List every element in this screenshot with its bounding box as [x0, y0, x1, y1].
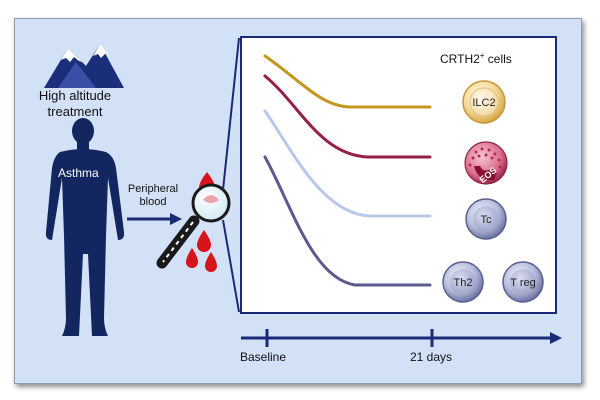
asthma-label: Asthma: [58, 166, 99, 180]
treatment-title: High altitude treatment: [38, 88, 112, 119]
crth2-cells-title: CRTH2+ cells: [440, 51, 512, 66]
eos-curve: [263, 74, 432, 159]
cell-trend-curves: [263, 54, 432, 287]
ilc2-cell: ILC2: [462, 80, 506, 124]
ilc2-label: ILC2: [472, 97, 495, 109]
tc-curve: [263, 109, 432, 218]
th2-cell: Th2: [442, 261, 484, 303]
treg-cell: T reg: [502, 261, 544, 303]
timeline-axis: [241, 329, 562, 347]
th2-label: Th2: [454, 277, 473, 289]
human-figure-icon: [45, 118, 125, 336]
mountains-icon: [44, 44, 124, 88]
day21-label: 21 days: [410, 350, 453, 364]
tc-label: Tc: [481, 214, 493, 226]
eos-cell: EOS: [464, 141, 508, 185]
magnifier-icon: [156, 183, 231, 269]
baseline-label: Baseline: [240, 350, 287, 364]
zoom-lines: [222, 37, 240, 313]
treg-label: T reg: [510, 277, 535, 289]
tc-cell: Tc: [465, 198, 507, 240]
peripheral-blood-label: Peripheral blood: [127, 183, 179, 208]
ilc2-curve: [263, 54, 432, 109]
th2-treg-curve: [263, 155, 432, 287]
sampling-arrow: [127, 213, 182, 225]
